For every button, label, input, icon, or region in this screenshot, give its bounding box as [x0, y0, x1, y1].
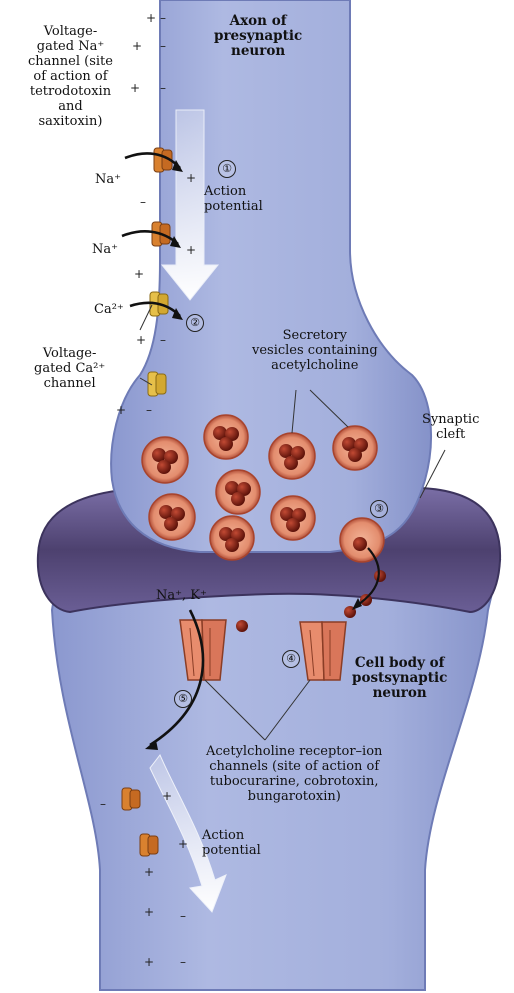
charge-plus: + — [132, 40, 142, 52]
charge-minus: – — [146, 404, 152, 416]
charge-plus: + — [178, 838, 188, 850]
charge-minus: – — [160, 334, 166, 346]
charge-plus: + — [186, 172, 196, 184]
charge-minus: – — [180, 910, 186, 922]
ca-channel-label: Voltage- gated Ca²⁺ channel — [34, 346, 105, 391]
presynaptic-neuron-title: Axon of presynaptic neuron — [214, 14, 302, 59]
na-channel-label: Voltage- gated Na⁺ channel (site of acti… — [28, 24, 113, 129]
charge-plus: + — [144, 956, 154, 968]
charge-plus: + — [116, 404, 126, 416]
step-4-marker: ④ — [282, 650, 300, 668]
ach-molecule — [374, 570, 386, 582]
secretory-vesicles-label: Secretory vesicles containing acetylchol… — [252, 328, 378, 373]
charge-minus: – — [160, 82, 166, 94]
ach-receptor-label: Acetylcholine receptor–ion channels (sit… — [206, 744, 382, 804]
charge-plus: + — [136, 334, 146, 346]
charge-plus: + — [162, 790, 172, 802]
na-channel-4 — [140, 834, 158, 856]
charge-minus: – — [160, 40, 166, 52]
na-ion-label-1: Na⁺ — [95, 172, 121, 187]
charge-plus: + — [134, 268, 144, 280]
charge-plus: + — [146, 12, 156, 24]
charge-plus: + — [144, 866, 154, 878]
charge-plus: + — [130, 82, 140, 94]
charge-minus: – — [160, 12, 166, 24]
charge-plus: + — [186, 244, 196, 256]
synaptic-cleft-label: Synaptic cleft — [422, 412, 479, 442]
ach-molecule — [236, 620, 248, 632]
action-potential-label-bottom: Action potential — [202, 828, 261, 858]
na-channel-3 — [122, 788, 140, 810]
charge-minus: – — [140, 196, 146, 208]
action-potential-label-top: Action potential — [204, 184, 263, 214]
ca-ion-label: Ca²⁺ — [94, 302, 124, 317]
na-ion-label-2: Na⁺ — [92, 242, 118, 257]
postsynaptic-neuron-title: Cell body of postsynaptic neuron — [352, 656, 447, 701]
ach-molecule — [360, 594, 372, 606]
charge-minus: – — [180, 956, 186, 968]
charge-minus: – — [100, 798, 106, 810]
step-3-marker: ③ — [370, 500, 388, 518]
step-2-marker: ② — [186, 314, 204, 332]
ach-receptor-right — [300, 622, 346, 680]
step-1-marker: ① — [218, 160, 236, 178]
step-5-marker: ⑤ — [174, 690, 192, 708]
na-k-ions-label: Na⁺, K⁺ — [156, 588, 207, 603]
charge-plus: + — [144, 906, 154, 918]
